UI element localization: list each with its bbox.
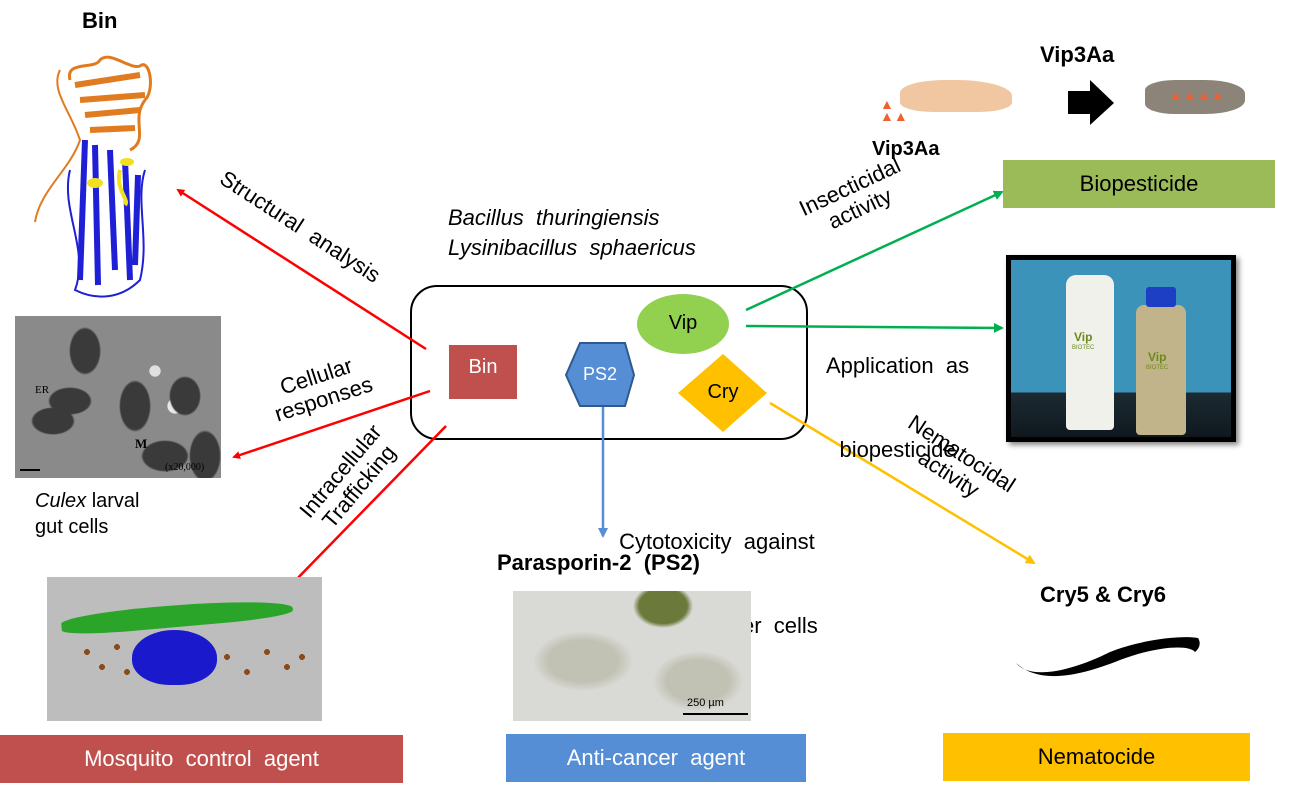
- bin-toxin-label: Bin: [468, 356, 498, 378]
- cytotoxicity-line1: Cytotoxicity against: [619, 529, 815, 554]
- em-scale-bar: [20, 469, 40, 471]
- cry-toxin-shape: [678, 354, 767, 432]
- culex-caption-line2: gut cells: [35, 516, 109, 538]
- ps2-toxin-label: PS2: [582, 364, 618, 384]
- intracellular-trafficking-3d-image: [47, 577, 322, 721]
- bin-structure-title: Bin: [82, 8, 118, 33]
- biopesticide-product-photo: Vip BIOTEC Vip BIOTEC: [1006, 255, 1236, 442]
- application-biopesticide-label: Application as biopesticide: [826, 296, 969, 492]
- application-line1: Application as: [826, 353, 970, 378]
- bottle-glass-sub: BIOTEC: [1146, 365, 1169, 371]
- vip3aa-toxin-triangles: ▲▲▲: [880, 96, 908, 124]
- bottle-white-sub: BIOTEC: [1072, 345, 1095, 351]
- bin-toxin-shape: [449, 345, 517, 399]
- arrow-nematocidal-activity: [769, 401, 1036, 565]
- bacterium-container: [410, 285, 808, 440]
- outcome-nematocide: Nematocide: [943, 733, 1250, 781]
- cancer-cells-micrograph: 250 µm: [513, 591, 751, 721]
- arrow-insecticidal-activity: [745, 190, 1004, 312]
- vip3aa-top-title: Vip3Aa: [1040, 42, 1115, 67]
- ps2-toxin-shape: [564, 342, 636, 407]
- vip-toxin-label: Vip: [668, 312, 698, 334]
- cry-toxin-label: Cry: [707, 381, 739, 403]
- arrow-cellular-responses: [232, 389, 431, 459]
- bottle-glass-brand: Vip: [1148, 350, 1167, 364]
- outcome-mosquito-control: Mosquito control agent: [0, 735, 403, 783]
- scale-bar-line: [683, 713, 748, 715]
- bottle-white: Vip BIOTEC: [1066, 275, 1114, 430]
- transition-arrow-icon: [1068, 80, 1114, 125]
- parasporin-title: Parasporin-2 (PS2): [497, 550, 700, 575]
- dead-larva-image: ▲▲▲▲: [1145, 80, 1245, 114]
- bottle-glass-cap: [1146, 287, 1176, 307]
- bottle-glass: Vip BIOTEC: [1136, 287, 1186, 435]
- bacteria-name-bt: Bacillus thuringiensis: [448, 205, 660, 230]
- vip-toxin-shape: [637, 294, 729, 354]
- culex-gut-electron-micrograph: ER M (x20,000): [15, 316, 221, 478]
- vip3aa-larva-label: Vip3Aa: [872, 138, 940, 160]
- scale-bar-label: 250 µm: [687, 697, 724, 709]
- em-label-er: ER: [35, 384, 50, 396]
- em-label-m: M: [135, 436, 148, 451]
- em-magnification: (x20,000): [165, 462, 205, 473]
- arrow-intracellular-trafficking: [289, 425, 447, 587]
- cry5-cry6-title: Cry5 & Cry6: [1040, 582, 1166, 607]
- bottle-white-brand: Vip: [1074, 330, 1093, 344]
- culex-caption-genus: Culex: [35, 490, 87, 512]
- vesicles: [77, 627, 322, 697]
- dead-larva-toxins: ▲▲▲▲: [1170, 88, 1226, 102]
- arrow-structural-analysis: [176, 188, 427, 351]
- bin-protein-structure-image: [34, 55, 152, 298]
- healthy-larva-image: [900, 80, 1012, 112]
- outcome-biopesticide: Biopesticide: [1003, 160, 1275, 208]
- culex-caption: Culex larval gut cells: [35, 488, 140, 540]
- nematode-image: [1016, 637, 1200, 677]
- bacteria-name-ls: Lysinibacillus sphaericus: [448, 235, 696, 260]
- outcome-anti-cancer: Anti-cancer agent: [506, 734, 806, 782]
- application-line2: biopesticide: [839, 437, 956, 462]
- culex-caption-rest: larval: [86, 490, 140, 512]
- arrow-application-biopesticide: [745, 322, 1004, 333]
